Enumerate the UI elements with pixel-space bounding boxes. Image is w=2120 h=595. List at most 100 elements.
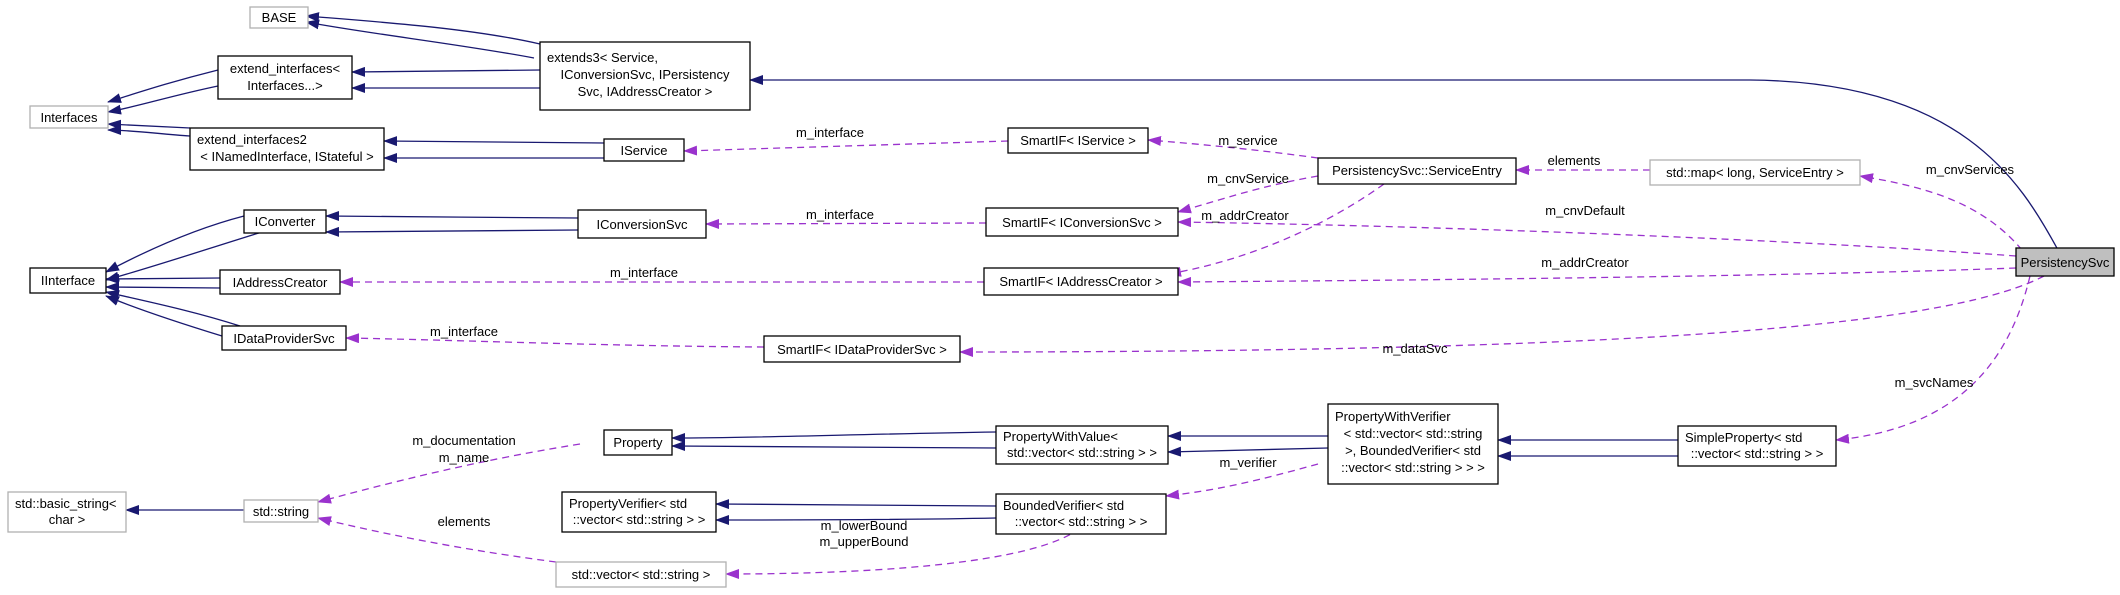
inheritance-edges [105, 12, 2059, 525]
edge-label-m-name: m_name [439, 450, 490, 465]
svg-text:PropertyVerifier< std: PropertyVerifier< std [569, 496, 687, 511]
svg-text:BASE: BASE [262, 10, 297, 25]
node-persistencysvc[interactable]: PersistencySvc [2015, 247, 2115, 277]
svg-text:std::map< long, ServiceEntry >: std::map< long, ServiceEntry > [1666, 165, 1844, 180]
svg-text:extend_interfaces2: extend_interfaces2 [197, 132, 307, 147]
svg-text:SmartIF< IConversionSvc >: SmartIF< IConversionSvc > [1002, 215, 1162, 230]
edge-label-m-upperbound: m_upperBound [820, 534, 909, 549]
node-smartif-iaddresscreator[interactable]: SmartIF< IAddressCreator > [983, 267, 1179, 296]
svg-text:Property: Property [613, 435, 663, 450]
node-propertyverifier[interactable]: PropertyVerifier< std ::vector< std::str… [561, 491, 717, 533]
svg-text:>, BoundedVerifier< std: >, BoundedVerifier< std [1345, 443, 1481, 458]
node-property[interactable]: Property [603, 429, 673, 456]
edge-labels: m_interface m_service elements m_cnvServ… [412, 125, 2014, 549]
node-extends3[interactable]: extends3< Service, IConversionSvc, IPers… [539, 41, 751, 111]
edge-idataprovidersvc-to-iinterface [105, 290, 241, 327]
edge-label-m-addrcreator-entry: m_addrCreator [1201, 208, 1289, 223]
edge-persistencysvc-to-simpleproperty [1835, 275, 2031, 444]
node-std-string[interactable]: std::string [243, 499, 319, 523]
node-interfaces[interactable]: Interfaces [29, 105, 109, 129]
edge-iaddresscreator-to-iinterface-2 [105, 282, 221, 293]
edge-propertywithvalue-to-property-2 [671, 441, 997, 452]
node-simpleproperty[interactable]: SimpleProperty< std ::vector< std::strin… [1677, 425, 1837, 467]
edge-iaddresscreator-to-iinterface [105, 273, 221, 284]
edge-std-string-to-property [317, 443, 581, 504]
svg-text:IAddressCreator: IAddressCreator [233, 275, 328, 290]
node-iaddresscreator[interactable]: IAddressCreator [219, 269, 341, 295]
edge-service-entry-to-smartif-iservice [1147, 136, 1319, 159]
svg-text:SmartIF< IDataProviderSvc >: SmartIF< IDataProviderSvc > [777, 342, 947, 357]
edge-label-m-lowerbound: m_lowerBound [821, 518, 908, 533]
svg-text:PropertyWithVerifier: PropertyWithVerifier [1335, 409, 1451, 424]
edge-label-m-cnvservice: m_cnvService [1207, 171, 1289, 186]
edge-label-m-cnvservices: m_cnvServices [1926, 162, 2015, 177]
node-propertywithvalue[interactable]: PropertyWithValue< std::vector< std::str… [995, 425, 1169, 465]
node-std-map[interactable]: std::map< long, ServiceEntry > [1649, 159, 1861, 186]
svg-text:char >: char > [49, 512, 86, 527]
edge-extends3-to-base-2 [305, 19, 535, 59]
svg-text:PropertyWithValue<: PropertyWithValue< [1003, 429, 1118, 444]
edge-iservice-to-extend-interfaces2 [383, 136, 605, 147]
edge-label-m-service: m_service [1218, 133, 1277, 148]
svg-text:BoundedVerifier< std: BoundedVerifier< std [1003, 498, 1124, 513]
edge-smartif-iservice-to-iservice [683, 140, 1009, 156]
edge-iconversionsvc-to-iconverter-2 [325, 226, 579, 237]
class-nodes: BASE extend_interfaces< Interfaces...> I… [7, 6, 2115, 588]
edge-persistencysvc-to-extends3 [749, 75, 2059, 251]
edge-iconversionsvc-to-iconverter [325, 211, 579, 222]
node-iconverter[interactable]: IConverter [243, 209, 327, 234]
node-iconversionsvc[interactable]: IConversionSvc [577, 209, 707, 239]
svg-text:::vector< std::string > >: ::vector< std::string > > [573, 512, 706, 527]
usage-edges [317, 136, 2045, 579]
node-iinterface[interactable]: IInterface [29, 267, 107, 294]
edge-label-m-addrcreator: m_addrCreator [1541, 255, 1629, 270]
svg-text:SimpleProperty< std: SimpleProperty< std [1685, 430, 1802, 445]
svg-text:PersistencySvc::ServiceEntry: PersistencySvc::ServiceEntry [1332, 163, 1502, 178]
edge-label-m-svcnames: m_svcNames [1895, 375, 1974, 390]
node-smartif-iservice[interactable]: SmartIF< IService > [1007, 127, 1149, 154]
edge-persistencysvc-to-std-map [1859, 173, 2023, 251]
svg-text:::vector< std::string > >: ::vector< std::string > > [1015, 514, 1148, 529]
edge-persistencysvc-to-smartif-idataprovidersvc [959, 275, 2045, 357]
node-extend-interfaces2[interactable]: extend_interfaces2 < INamedInterface, IS… [189, 127, 385, 171]
edge-extend-interfaces-to-interfaces-2 [107, 85, 219, 115]
node-service-entry[interactable]: PersistencySvc::ServiceEntry [1317, 157, 1517, 185]
node-extend-interfaces[interactable]: extend_interfaces< Interfaces...> [217, 55, 353, 100]
edge-boundedverifier-to-propertyverifier-2 [715, 514, 997, 525]
svg-text:SmartIF< IService >: SmartIF< IService > [1020, 133, 1136, 148]
edge-extend-interfaces-to-interfaces [107, 69, 219, 103]
svg-text:std::string: std::string [253, 504, 309, 519]
edge-iconverter-to-iinterface [105, 215, 245, 273]
node-std-vector[interactable]: std::vector< std::string > [555, 561, 727, 588]
edge-label-m-cnvdefault: m_cnvDefault [1545, 203, 1625, 218]
node-boundedverifier[interactable]: BoundedVerifier< std ::vector< std::stri… [995, 493, 1167, 535]
svg-text:Svc, IAddressCreator >: Svc, IAddressCreator > [578, 84, 713, 99]
edge-service-entry-to-smartif-iconversionsvc [1177, 175, 1319, 214]
node-smartif-iconversionsvc[interactable]: SmartIF< IConversionSvc > [985, 207, 1179, 237]
edge-std-vector-to-boundedverifier [725, 527, 1081, 579]
edge-service-entry-to-smartif-iaddresscreator [1167, 183, 1385, 277]
svg-text:std::vector< std::string >: std::vector< std::string > [572, 567, 711, 582]
edge-iconverter-to-iinterface-2 [105, 231, 263, 282]
edge-persistencysvc-to-smartif-iconversionsvc [1177, 217, 2017, 257]
edge-label-m-verifier: m_verifier [1219, 455, 1277, 470]
edge-extend-interfaces2-to-interfaces-2 [107, 125, 191, 137]
node-base[interactable]: BASE [249, 6, 309, 29]
node-smartif-idataprovidersvc[interactable]: SmartIF< IDataProviderSvc > [763, 335, 961, 363]
edge-extends3-to-extend-interfaces [351, 66, 541, 77]
node-idataprovidersvc[interactable]: IDataProviderSvc [221, 325, 347, 351]
edge-label-idataprovidersvc-interface: m_interface [430, 324, 498, 339]
node-propertywithverifier[interactable]: PropertyWithVerifier < std::vector< std:… [1327, 403, 1499, 485]
svg-text:::vector< std::string > > >: ::vector< std::string > > > [1341, 460, 1485, 475]
node-iservice[interactable]: IService [603, 138, 685, 162]
edge-std-vector-to-std-string [317, 516, 557, 563]
svg-text:Interfaces...>: Interfaces...> [247, 78, 323, 93]
edge-smartif-iconversionsvc-to-iconversionsvc [705, 218, 987, 229]
edge-extends3-to-base [305, 12, 541, 45]
svg-text:extend_interfaces<: extend_interfaces< [230, 61, 340, 76]
node-basic-string[interactable]: std::basic_string< char > [7, 491, 127, 533]
svg-text:IService: IService [621, 143, 668, 158]
svg-text:Interfaces: Interfaces [40, 110, 98, 125]
svg-text:IConverter: IConverter [255, 214, 316, 229]
